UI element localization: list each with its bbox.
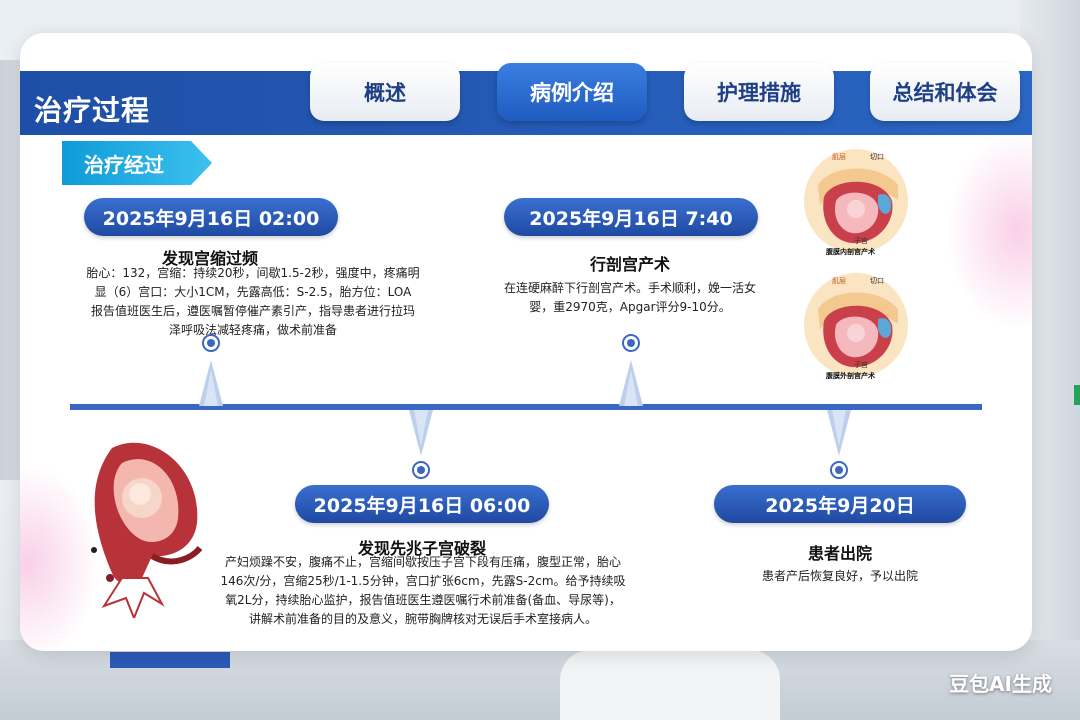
tab-summary[interactable]: 总结和体会	[870, 63, 1020, 121]
timeline-node	[830, 461, 848, 479]
event-date-badge: 2025年9月16日 02:00	[84, 198, 338, 236]
ai-watermark: 豆包AI生成	[949, 668, 1052, 697]
svg-text:肌层: 肌层	[832, 153, 846, 161]
tab-nursing[interactable]: 护理措施	[684, 63, 834, 121]
event-date-badge: 2025年9月20日	[714, 485, 966, 523]
svg-text:腹膜外剖宫产术: 腹膜外剖宫产术	[825, 371, 875, 380]
background-green-marker	[1074, 385, 1080, 405]
pink-wave-decoration	[946, 131, 1032, 331]
svg-text:肌层: 肌层	[832, 277, 846, 285]
extraperitoneal-cesarean-diagram: 肌层 切口 子宫 腹膜外剖宫产术	[802, 267, 910, 385]
event-date-badge: 2025年9月16日 7:40	[504, 198, 758, 236]
timeline-connector	[619, 360, 643, 406]
intraperitoneal-cesarean-diagram: 肌层 切口 子宫 腹膜内剖宫产术	[802, 145, 910, 263]
event-description: 患者产后恢复良好，予以出院	[710, 567, 970, 586]
svg-text:切口: 切口	[870, 153, 884, 161]
timeline-connector	[409, 410, 433, 456]
svg-text:子宫: 子宫	[854, 360, 868, 369]
event-description: 产妇烦躁不安，腹痛不止，宫缩间歇按压子宫下段有压痛，腹型正常，胎心 146次/分…	[188, 553, 658, 629]
timeline-connector	[827, 410, 851, 456]
event-description: 在连硬麻醉下行剖宫产术。手术顺利，娩一活女 婴，重2970克，Apgar评分9-…	[480, 279, 780, 317]
background-blue-box	[110, 652, 230, 668]
timeline-connector	[199, 360, 223, 406]
event-description: 胎心：132，宫缩：持续20秒，间歇1.5-2秒，强度中，疼痛明 显（6）宫口：…	[68, 264, 438, 340]
event-title: 行剖宫产术	[500, 251, 760, 275]
svg-text:腹膜内剖宫产术: 腹膜内剖宫产术	[825, 247, 875, 256]
timeline-node	[412, 461, 430, 479]
slide-card: 治疗过程 概述 病例介绍 护理措施 总结和体会 治疗经过 2025年9月16日 …	[20, 33, 1032, 651]
uterus-rupture-illustration	[82, 428, 212, 618]
event-date-badge: 2025年9月16日 06:00	[295, 485, 549, 523]
background-lab-coat	[560, 650, 780, 720]
section-subtitle: 治疗经过	[62, 141, 212, 185]
tab-case-intro[interactable]: 病例介绍	[497, 63, 647, 121]
timeline-node	[202, 334, 220, 352]
page-title: 治疗过程	[34, 89, 150, 129]
event-title: 患者出院	[710, 540, 970, 564]
timeline-node	[622, 334, 640, 352]
tab-overview[interactable]: 概述	[310, 63, 460, 121]
svg-text:切口: 切口	[870, 277, 884, 285]
svg-text:子宫: 子宫	[854, 236, 868, 245]
